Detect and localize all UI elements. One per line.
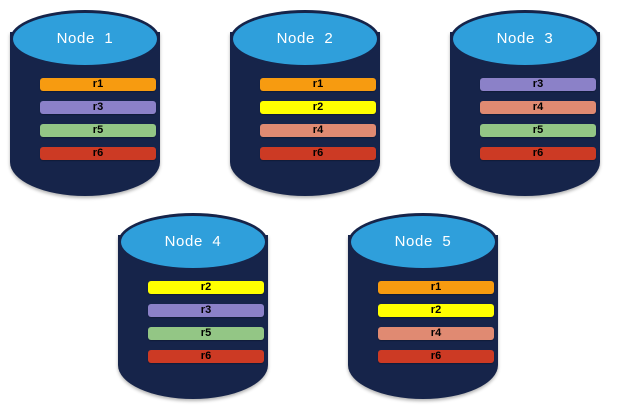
replica-list: r3 r4 r5 r6 (480, 78, 596, 160)
replica-bar[interactable]: r5 (40, 124, 156, 137)
cylinder-top-disc: Node 5 (351, 216, 495, 268)
database-node-2[interactable]: Node 2 r1 r2 r4 r6 (230, 10, 380, 196)
cylinder-top-disc: Node 1 (13, 13, 157, 65)
replica-bar[interactable]: r6 (480, 147, 596, 160)
replica-bar[interactable]: r6 (148, 350, 264, 363)
replica-bar[interactable]: r2 (148, 281, 264, 294)
cylinder-top-disc: Node 2 (233, 13, 377, 65)
replica-list: r1 r3 r5 r6 (40, 78, 156, 160)
replica-bar[interactable]: r3 (40, 101, 156, 114)
replica-bar[interactable]: r4 (480, 101, 596, 114)
replica-list: r1 r2 r4 r6 (378, 281, 494, 363)
replica-list: r2 r3 r5 r6 (148, 281, 264, 363)
database-node-4[interactable]: Node 4 r2 r3 r5 r6 (118, 213, 268, 399)
replica-bar[interactable]: r3 (480, 78, 596, 91)
node-label: Node 5 (394, 233, 452, 250)
replica-bar[interactable]: r6 (40, 147, 156, 160)
node-label: Node 3 (496, 30, 554, 47)
replica-bar[interactable]: r4 (378, 327, 494, 340)
replica-bar[interactable]: r1 (260, 78, 376, 91)
node-label: Node 1 (56, 30, 114, 47)
replica-bar[interactable]: r2 (260, 101, 376, 114)
replica-bar[interactable]: r6 (260, 147, 376, 160)
replica-list: r1 r2 r4 r6 (260, 78, 376, 160)
database-node-3[interactable]: Node 3 r3 r4 r5 r6 (450, 10, 600, 196)
replica-bar[interactable]: r1 (40, 78, 156, 91)
cylinder-top-disc: Node 4 (121, 216, 265, 268)
database-node-1[interactable]: Node 1 r1 r3 r5 r6 (10, 10, 160, 196)
node-label: Node 2 (276, 30, 334, 47)
replica-bar[interactable]: r6 (378, 350, 494, 363)
database-node-5[interactable]: Node 5 r1 r2 r4 r6 (348, 213, 498, 399)
node-label: Node 4 (164, 233, 222, 250)
replica-bar[interactable]: r3 (148, 304, 264, 317)
replica-bar[interactable]: r2 (378, 304, 494, 317)
replica-bar[interactable]: r5 (480, 124, 596, 137)
replica-bar[interactable]: r1 (378, 281, 494, 294)
replica-bar[interactable]: r4 (260, 124, 376, 137)
cylinder-top-disc: Node 3 (453, 13, 597, 65)
replica-bar[interactable]: r5 (148, 327, 264, 340)
